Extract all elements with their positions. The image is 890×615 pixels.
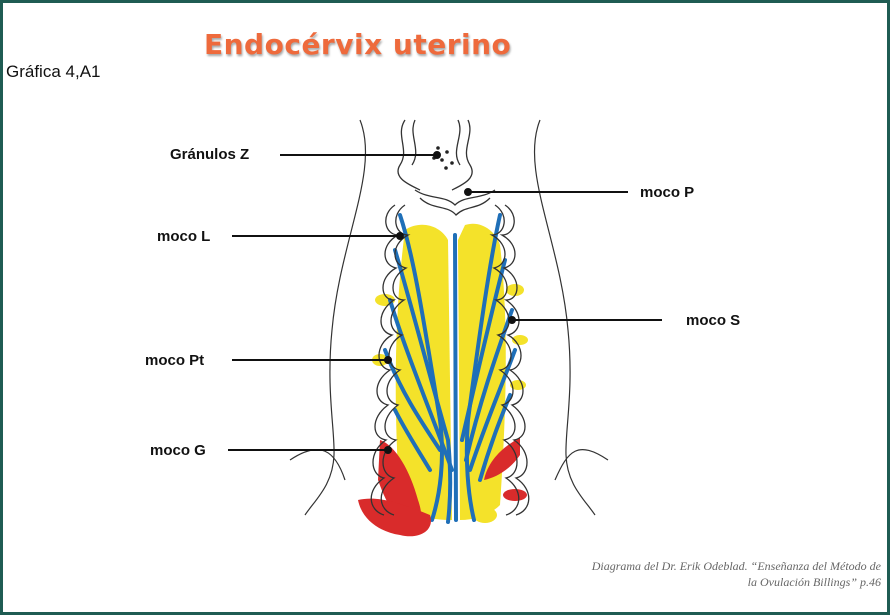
label-moco-s: moco S: [686, 312, 740, 329]
label-moco-p: moco P: [640, 184, 694, 201]
label-granulos-z: Gránulos Z: [170, 146, 249, 163]
caption-line-2: la Ovulación Billings” p.46: [501, 574, 881, 590]
label-moco-g: moco G: [150, 442, 206, 459]
label-moco-pt: moco Pt: [145, 352, 204, 369]
figure-caption: Diagrama del Dr. Erik Odeblad. “Enseñanz…: [501, 558, 881, 590]
caption-line-1: Diagrama del Dr. Erik Odeblad. “Enseñanz…: [501, 558, 881, 574]
label-moco-l: moco L: [157, 228, 210, 245]
